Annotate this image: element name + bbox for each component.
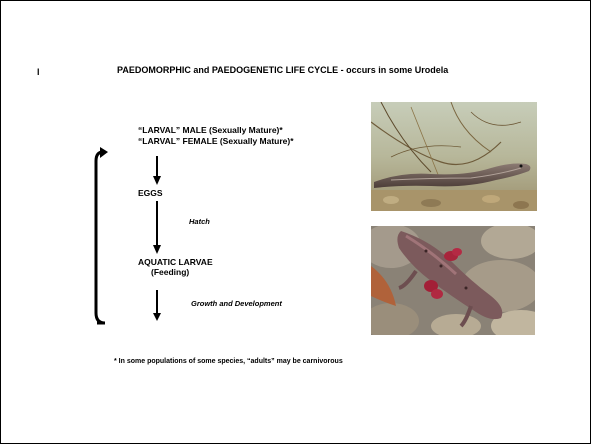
arrow-growth bbox=[153, 290, 161, 321]
footnote: * In some populations of some species, “… bbox=[114, 358, 343, 365]
arrow-to-larvae bbox=[153, 201, 161, 254]
photo-larval-salamander-in-water bbox=[371, 102, 537, 211]
photo-salamander-on-rocks bbox=[371, 226, 535, 335]
cycle-return-bracket bbox=[96, 147, 108, 323]
arrow-to-eggs bbox=[153, 156, 161, 185]
